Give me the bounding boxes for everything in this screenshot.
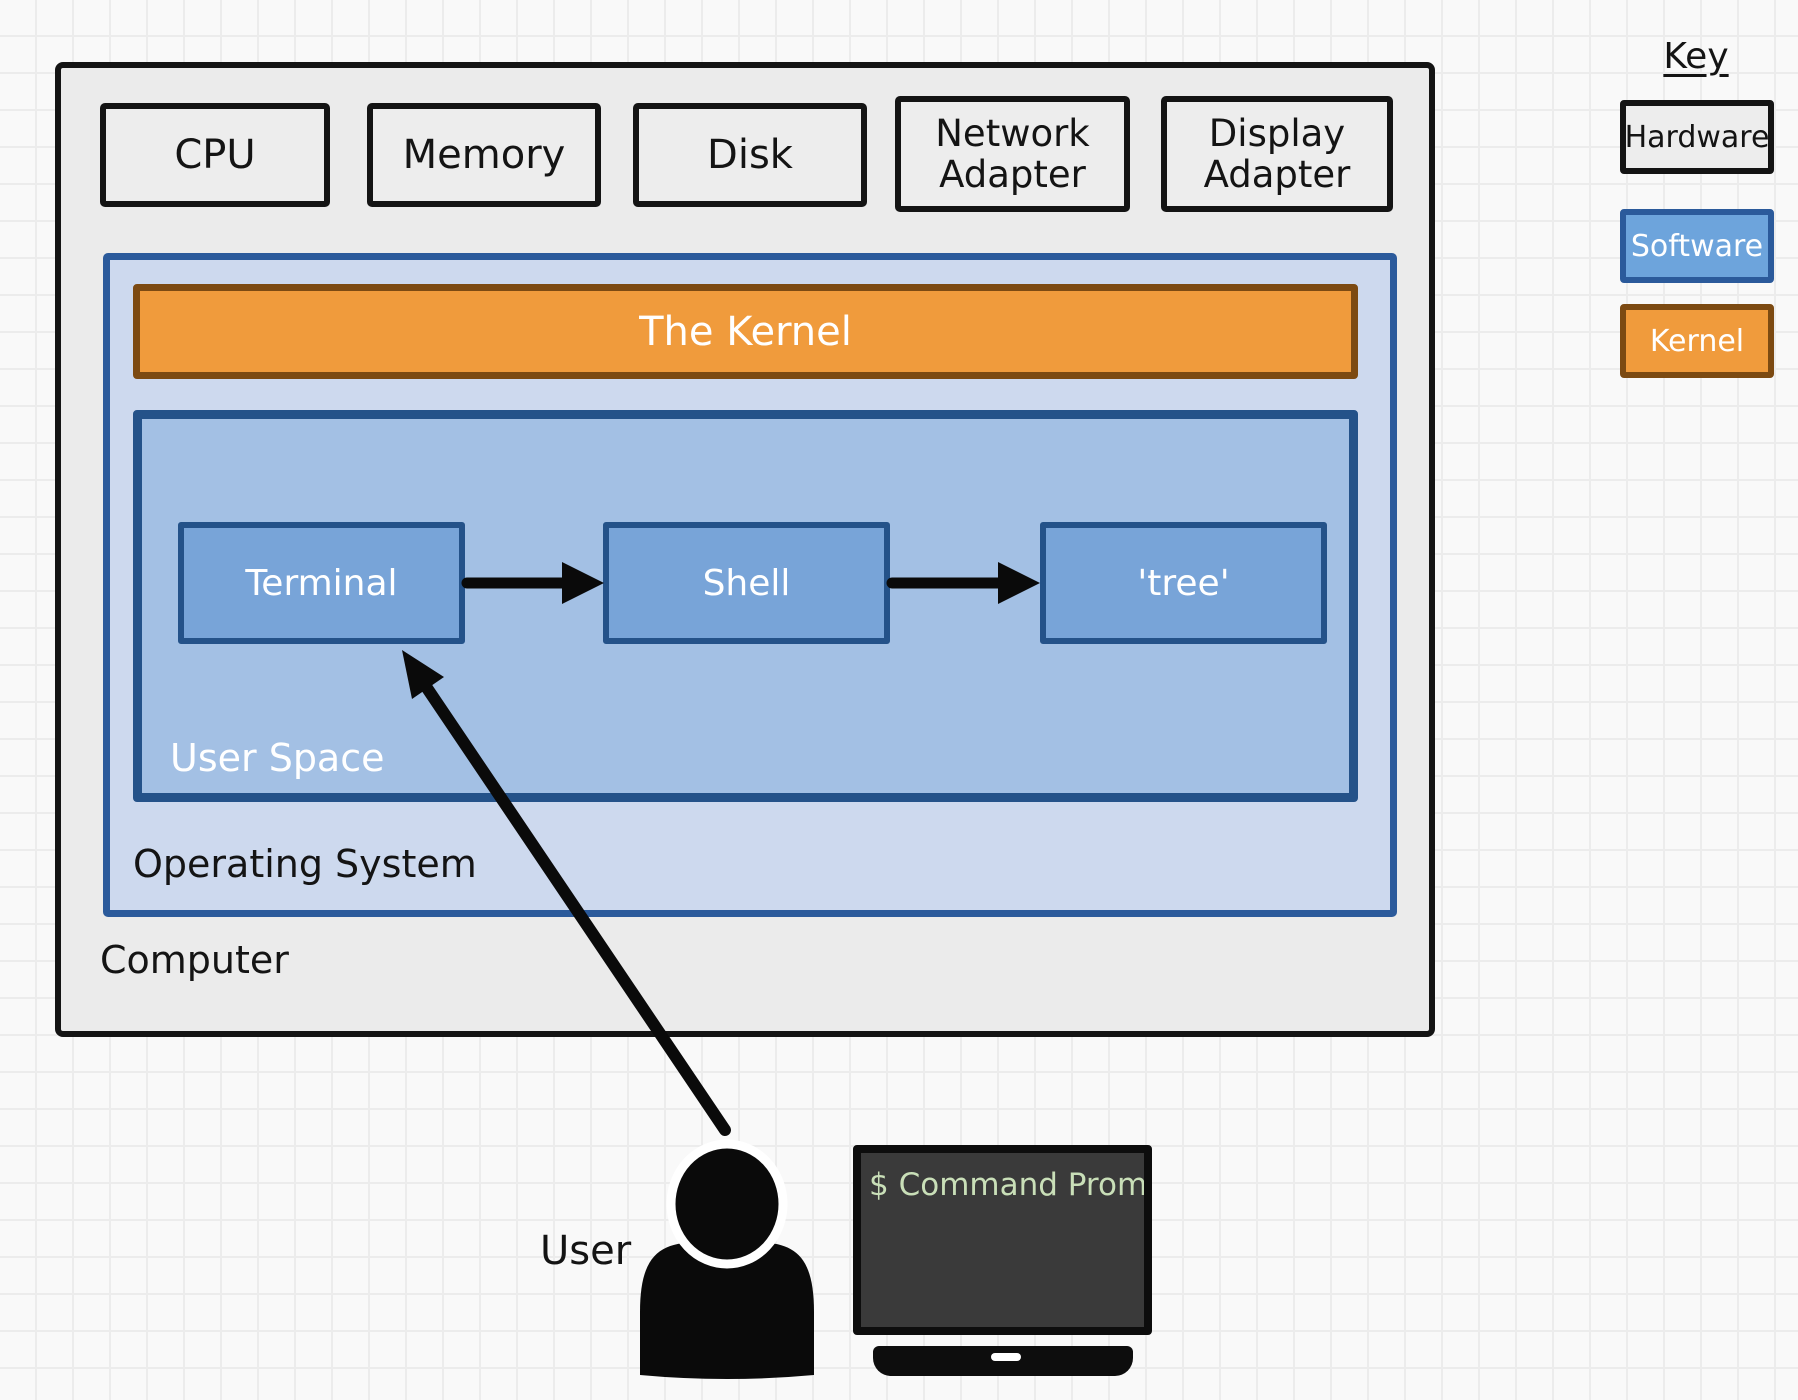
process-box-terminal: Terminal bbox=[178, 522, 465, 644]
hardware-box-cpu: CPU bbox=[100, 103, 330, 207]
key-title: Key bbox=[1663, 36, 1729, 77]
kernel-label: The Kernel bbox=[639, 308, 852, 355]
computer-label: Computer bbox=[100, 938, 289, 982]
user-space-label: User Space bbox=[170, 736, 385, 780]
key-label-software: Software bbox=[1630, 228, 1764, 264]
process-label-terminal: Terminal bbox=[245, 562, 398, 604]
monitor-base bbox=[873, 1346, 1133, 1376]
hardware-box-disk: Disk bbox=[633, 103, 867, 207]
operating-system-label: Operating System bbox=[133, 842, 477, 886]
hardware-label-cpu: CPU bbox=[174, 131, 256, 178]
user-label: User bbox=[540, 1228, 632, 1274]
hardware-label-disk: Disk bbox=[707, 131, 793, 178]
kernel-bar: The Kernel bbox=[133, 284, 1358, 379]
process-box-shell: Shell bbox=[603, 522, 890, 644]
process-box-tree: 'tree' bbox=[1040, 522, 1327, 644]
key-item-software: Software bbox=[1620, 209, 1774, 283]
user-person-icon bbox=[640, 1139, 814, 1379]
process-label-tree: 'tree' bbox=[1137, 562, 1230, 604]
command-prompt-text: $ Command Prompt bbox=[869, 1167, 1152, 1203]
hardware-box-memory: Memory bbox=[367, 103, 601, 207]
hardware-label-display-adapter: Display Adapter bbox=[1203, 111, 1351, 196]
key-item-hardware: Hardware bbox=[1620, 100, 1774, 174]
key-item-kernel: Kernel bbox=[1620, 304, 1774, 378]
key-label-hardware: Hardware bbox=[1624, 119, 1770, 155]
process-label-shell: Shell bbox=[702, 562, 791, 604]
hardware-box-network-adapter: Network Adapter bbox=[895, 96, 1130, 212]
hardware-label-memory: Memory bbox=[402, 131, 566, 178]
hardware-label-network-adapter: Network Adapter bbox=[935, 111, 1090, 196]
monitor-screen: $ Command Prompt bbox=[853, 1145, 1152, 1335]
monitor-base-dash bbox=[991, 1353, 1021, 1361]
hardware-box-display-adapter: Display Adapter bbox=[1161, 96, 1393, 212]
key-label-kernel: Kernel bbox=[1649, 323, 1745, 359]
